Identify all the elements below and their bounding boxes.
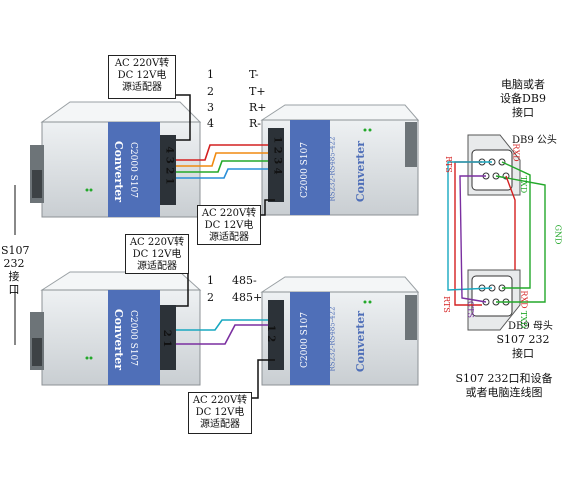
signal-gnd: GND bbox=[553, 224, 563, 245]
db9-male-label: DB9 公头 bbox=[512, 135, 557, 146]
caption-line1: S107 232口和设备 bbox=[455, 372, 553, 385]
adapter-line2: DC 12V电 bbox=[132, 249, 182, 260]
device-brand-tr: Converter bbox=[354, 140, 368, 203]
converter-bottom-right bbox=[260, 276, 420, 386]
wire-purple bbox=[176, 324, 268, 345]
db9-female-label: DB9 母头 bbox=[508, 321, 553, 332]
wire-green bbox=[176, 160, 268, 173]
device-model-tr: C2000 S107 bbox=[300, 142, 310, 198]
pin485-name-1: 485- bbox=[232, 274, 257, 287]
signal-txd-bottom: TXD bbox=[519, 310, 529, 329]
device-brand-tl: Converter bbox=[112, 140, 126, 203]
db9-title: 电脑或者 设备DB9 接口 bbox=[488, 78, 558, 120]
pin-num-2: 2 bbox=[207, 85, 214, 98]
device-model-br: C2000 S107 bbox=[300, 312, 310, 368]
device-brand-br: Converter bbox=[354, 310, 368, 373]
converter-bottom-left bbox=[30, 271, 202, 386]
wire-red bbox=[176, 144, 268, 161]
adapter-box-top-right: AC 220V转 DC 12V电 源适配器 bbox=[197, 205, 261, 245]
signal-rts-top: RTS bbox=[443, 156, 453, 173]
pin485-num-2: 2 bbox=[207, 291, 214, 304]
side-label-line1: S107 bbox=[1, 244, 30, 257]
side-label-line2: 232接 bbox=[3, 257, 25, 283]
pin-name-1: T- bbox=[249, 68, 259, 81]
port-numbers-tr: 1 2 3 4 bbox=[271, 136, 283, 175]
signal-rts-bottom: RTS bbox=[441, 296, 451, 313]
signal-txd-top: TXD bbox=[519, 175, 529, 194]
adapter-line2: DC 12V电 bbox=[204, 220, 254, 231]
adapter-line2: DC 12V电 bbox=[195, 407, 245, 418]
adapter-line3: 源适配器 bbox=[122, 82, 162, 93]
adapter-line2: DC 12V电 bbox=[117, 70, 167, 81]
signal-rxd-bottom: RXD bbox=[519, 290, 529, 309]
db9-crossover-wires bbox=[447, 161, 546, 306]
pin-num-3: 3 bbox=[207, 101, 214, 114]
pin-num-4: 4 bbox=[207, 117, 214, 130]
device-model-tl: C2000 S107 bbox=[128, 142, 138, 198]
s107-port-label: S107 232 接口 bbox=[488, 333, 558, 361]
port-numbers-br: 1 2 bbox=[265, 324, 277, 343]
adapter-line1: AC 220V转 bbox=[129, 237, 185, 248]
s107-port-line2: 接口 bbox=[512, 347, 534, 360]
s107-port-line1: S107 232 bbox=[496, 333, 550, 346]
side-label-s107: S107 232接 口 bbox=[1, 244, 30, 296]
converter-top-left bbox=[30, 101, 202, 218]
db9-female-connector bbox=[467, 269, 521, 331]
adapter-box-bottom-right: AC 220V转 DC 12V电 源适配器 bbox=[188, 392, 252, 434]
device-brand-bl: Converter bbox=[112, 308, 126, 371]
top-wires bbox=[176, 144, 268, 179]
signal-cts: CTS bbox=[465, 301, 475, 318]
adapter-box-bottom-left: AC 220V转 DC 12V电 源适配器 bbox=[125, 234, 189, 274]
pin-num-1: 1 bbox=[207, 68, 214, 81]
db9-title-line3: 接口 bbox=[512, 106, 534, 119]
device-model-bl: C2000 S107 bbox=[128, 310, 138, 366]
port-numbers-bl: 2 1 bbox=[161, 329, 173, 348]
adapter-line3: 源适配器 bbox=[200, 419, 240, 430]
device-ports-tr: RS232-RS485-422 bbox=[328, 136, 337, 202]
wire-cyan bbox=[176, 319, 268, 331]
caption-line2: 或者电脑连线图 bbox=[465, 386, 543, 399]
pin-name-2: T+ bbox=[249, 85, 266, 98]
adapter-line1: AC 220V转 bbox=[192, 395, 248, 406]
converter-top-right bbox=[260, 104, 420, 216]
pin-name-3: R+ bbox=[249, 101, 267, 114]
pin-name-4: R- bbox=[249, 117, 261, 130]
adapter-line3: 源适配器 bbox=[137, 261, 177, 272]
bottom-wires bbox=[176, 319, 268, 345]
adapter-line1: AC 220V转 bbox=[201, 208, 257, 219]
wire-orange bbox=[176, 152, 268, 167]
device-ports-br: RS232-RS485-422 bbox=[328, 306, 337, 372]
pin485-name-2: 485+ bbox=[232, 291, 263, 304]
adapter-line1: AC 220V转 bbox=[114, 58, 170, 69]
diagram-caption: S107 232口和设备 或者电脑连线图 bbox=[444, 372, 564, 400]
signal-rxd-top: RXD bbox=[511, 143, 521, 162]
adapter-box-top-left: AC 220V转 DC 12V电 源适配器 bbox=[108, 55, 176, 99]
pin485-num-1: 1 bbox=[207, 274, 214, 287]
db9-title-line1: 电脑或者 bbox=[501, 78, 545, 91]
wire-blue bbox=[176, 168, 268, 179]
adapter-line3: 源适配器 bbox=[209, 232, 249, 243]
port-numbers-tl: 4 3 2 1 bbox=[163, 146, 175, 185]
side-label-line3: 口 bbox=[8, 283, 20, 296]
db9-title-line2: 设备DB9 bbox=[500, 92, 546, 105]
